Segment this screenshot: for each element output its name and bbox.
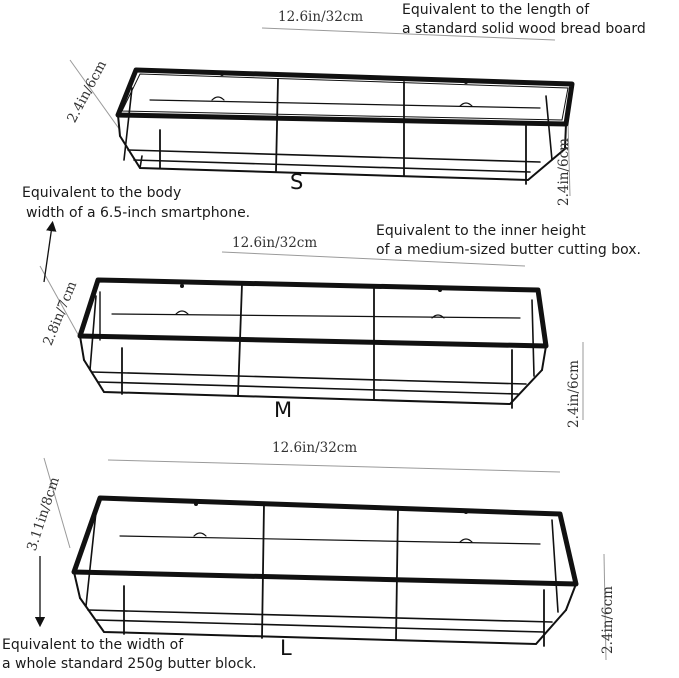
arrow-up-icon — [43, 220, 57, 283]
basket-medium — [77, 277, 549, 409]
note-butter-box-line1: Equivalent to the inner height — [376, 223, 586, 239]
size-label-s: S — [290, 170, 304, 194]
note-smartphone-line2: width of a 6.5-inch smartphone. — [26, 205, 251, 221]
large-height-label: 2.4in/6cm — [600, 586, 616, 654]
note-bread-board-line1: Equivalent to the length of — [402, 2, 590, 18]
note-butter-block-line1: Equivalent to the width of — [2, 637, 184, 653]
basket-large — [71, 495, 579, 647]
medium-height-label: 2.4in/6cm — [566, 360, 582, 428]
medium-length-label: 12.6in/32cm — [232, 235, 318, 251]
pointer-arrows — [34, 220, 57, 628]
note-smartphone-line1: Equivalent to the body — [22, 185, 182, 201]
note-butter-block-line2: a whole standard 250g butter block. — [2, 656, 257, 672]
small-length-label: 12.6in/32cm — [278, 9, 364, 25]
large-length-label: 12.6in/32cm — [272, 440, 358, 456]
small-height-label: 2.4in/6cm — [556, 138, 572, 206]
size-label-l: L — [280, 636, 292, 660]
size-label-m: M — [274, 398, 293, 422]
note-butter-box-line2: of a medium-sized butter cutting box. — [376, 242, 642, 258]
note-bread-board-line2: a standard solid wood bread board — [402, 21, 646, 37]
basket-small — [115, 67, 575, 185]
dimension-lines — [39, 27, 607, 661]
